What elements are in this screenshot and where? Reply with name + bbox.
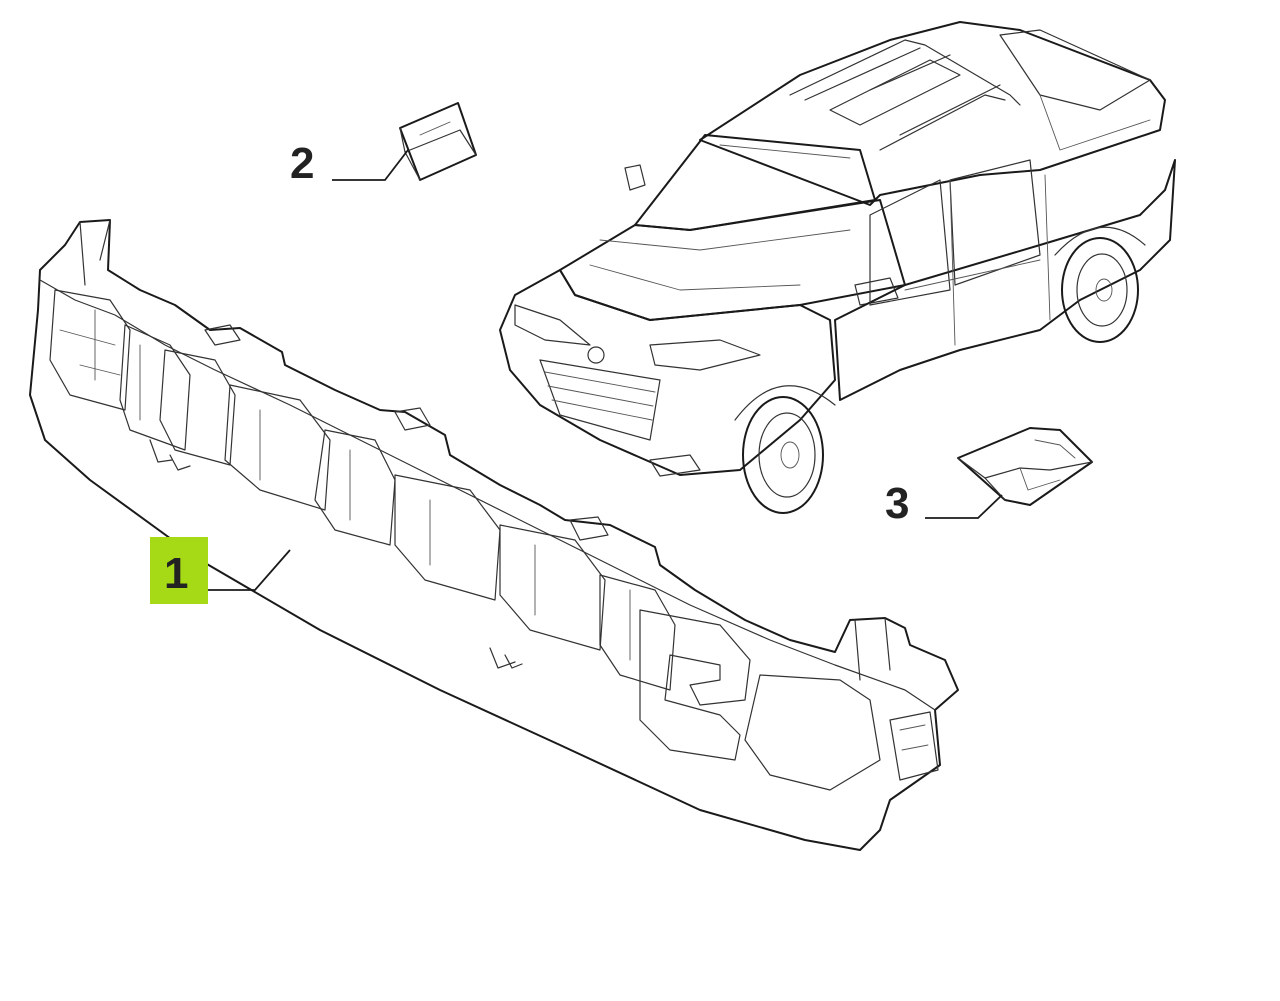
leader-line-3 xyxy=(925,494,1003,519)
part-1-bumper-absorber xyxy=(29,219,959,851)
callout-2: 2 xyxy=(290,139,409,188)
callout-3: 3 xyxy=(885,479,1003,528)
part-2-bracket xyxy=(399,102,477,181)
callout-1: 1 xyxy=(150,537,291,604)
part-3-cover xyxy=(957,427,1093,506)
callout-label-2: 2 xyxy=(290,139,314,188)
callout-label-3: 3 xyxy=(885,479,909,528)
callout-label-1: 1 xyxy=(164,549,188,598)
leader-line-1 xyxy=(208,549,291,591)
leader-line-2 xyxy=(332,149,409,181)
callout-highlight-box xyxy=(150,537,208,604)
pickup-truck-illustration xyxy=(499,21,1176,514)
